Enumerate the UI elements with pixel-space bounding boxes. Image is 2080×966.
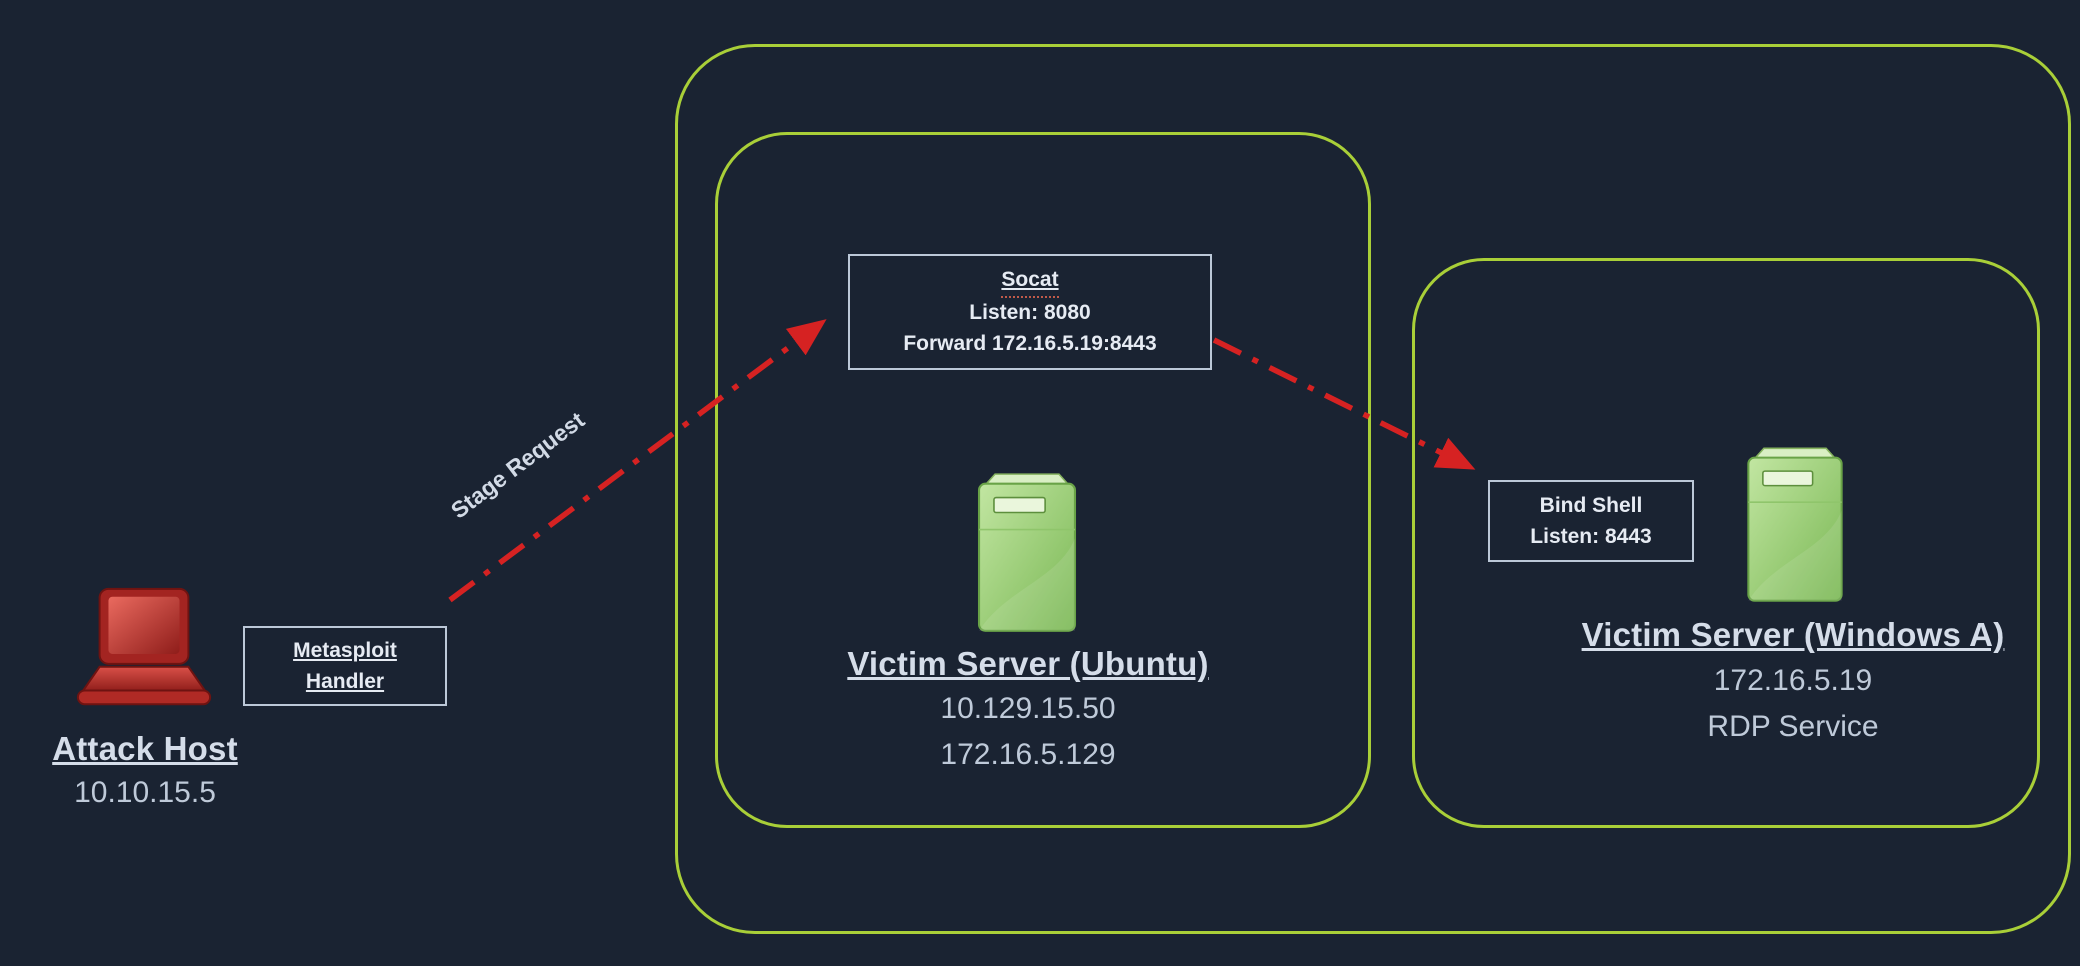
windows-server-title: Victim Server (Windows A) xyxy=(1581,616,2005,653)
attack-host-ip: 10.10.15.5 xyxy=(74,776,216,809)
stage-request-label: Stage Request xyxy=(445,406,590,524)
ubuntu-server-icon xyxy=(968,472,1086,634)
bind-shell-title: Bind Shell xyxy=(1539,493,1643,517)
ubuntu-server-ip2: 172.16.5.129 xyxy=(940,738,1116,771)
socat-title: Socat xyxy=(1001,265,1059,299)
ubuntu-server-title: Victim Server (Ubuntu) xyxy=(847,645,1209,682)
windows-server-service: RDP Service xyxy=(1707,710,1879,743)
windows-host-zone xyxy=(1412,258,2040,828)
laptop-icon xyxy=(70,585,218,717)
socat-listen: Listen: 8080 xyxy=(969,301,1091,325)
metasploit-handler-box: Metasploit Handler xyxy=(243,626,447,706)
windows-server-ip: 172.16.5.19 xyxy=(1713,664,1873,697)
bind-shell-box: Bind Shell Listen: 8443 xyxy=(1488,480,1694,562)
metasploit-handler-line2: Handler xyxy=(305,670,385,693)
attack-host-title: Attack Host xyxy=(52,730,238,767)
ubuntu-server-ip1: 10.129.15.50 xyxy=(940,692,1116,725)
metasploit-handler-line1: Metasploit xyxy=(293,638,397,662)
bind-shell-listen: Listen: 8443 xyxy=(1530,525,1652,548)
windows-server-icon xyxy=(1738,446,1852,604)
socat-box: Socat Listen: 8080 Forward 172.16.5.19:8… xyxy=(848,254,1212,370)
socat-forward: Forward 172.16.5.19:8443 xyxy=(903,331,1157,355)
